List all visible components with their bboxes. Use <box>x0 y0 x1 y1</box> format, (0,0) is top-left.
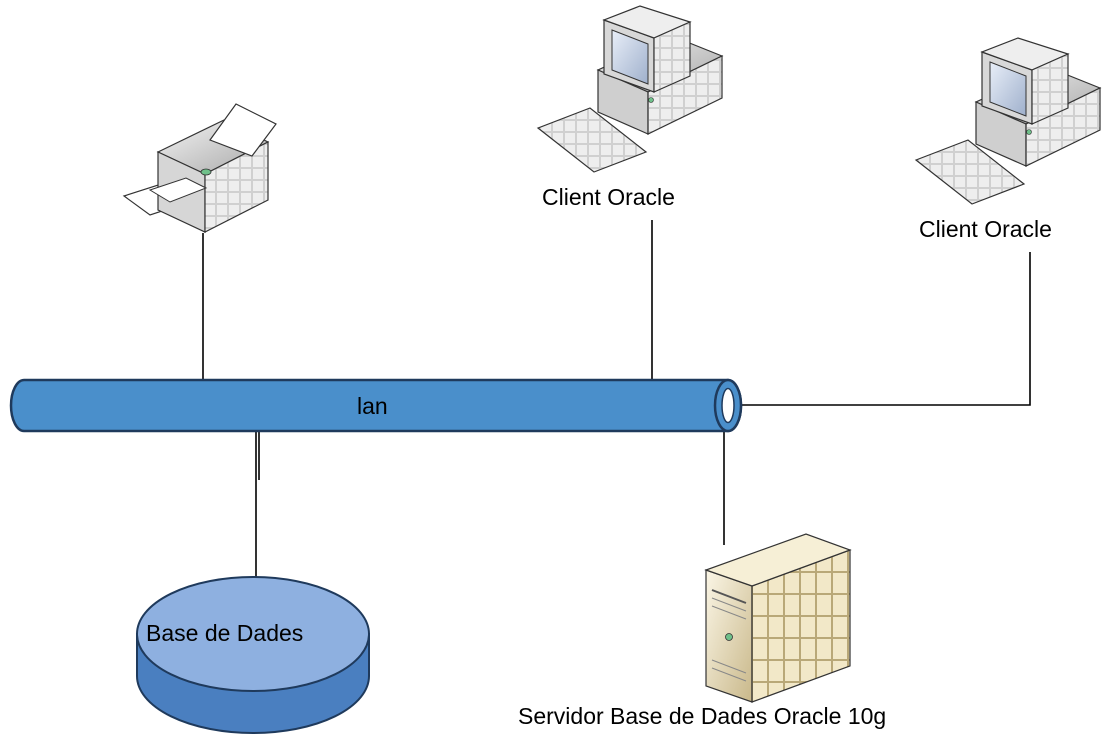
desktop-computer-icon <box>914 37 1102 205</box>
server-tower-icon <box>704 533 852 703</box>
printer-icon <box>122 103 277 233</box>
client-right-link <box>741 252 1031 406</box>
database-disk-icon <box>136 576 370 734</box>
lan-label: lan <box>357 393 388 419</box>
database-label: Base de Dades <box>146 620 304 646</box>
client-oracle-label: Client Oracle <box>919 216 1052 242</box>
connections <box>202 220 1031 592</box>
lan-bus <box>9 378 743 433</box>
client-oracle-label: Client Oracle <box>542 184 675 210</box>
desktop-computer-icon <box>536 5 724 173</box>
server-label: Servidor Base de Dades Oracle 10g <box>518 703 887 729</box>
